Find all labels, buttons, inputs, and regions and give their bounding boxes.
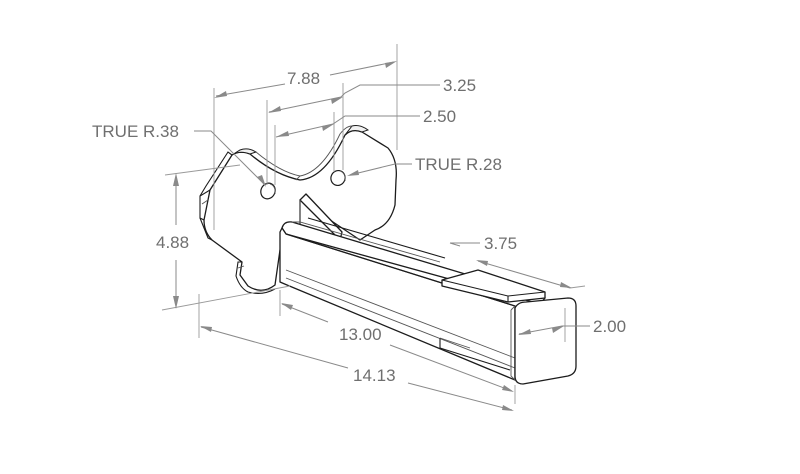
- dim-label-overall-width: 7.88: [286, 69, 322, 88]
- dim-label-pad-length: 3.75: [483, 234, 519, 253]
- note-small-radius: TRUE R.28: [414, 155, 503, 174]
- receiver-tube: [279, 217, 577, 385]
- dim-label-tube-width: 2.00: [592, 317, 628, 336]
- hole-right: [330, 169, 346, 187]
- dim-label-tube-length: 13.00: [338, 325, 383, 344]
- dim-label-hole-spacing-inner: 2.50: [422, 107, 458, 126]
- dimension-lines: [161, 44, 590, 411]
- dim-label-plate-height: 4.88: [155, 233, 191, 252]
- dim-label-overall-length: 14.13: [352, 366, 397, 385]
- dim-label-hole-spacing-outer: 3.25: [442, 76, 478, 95]
- note-large-radius: TRUE R.38: [91, 122, 180, 141]
- mounting-plate: [199, 125, 397, 295]
- hole-left: [260, 182, 276, 200]
